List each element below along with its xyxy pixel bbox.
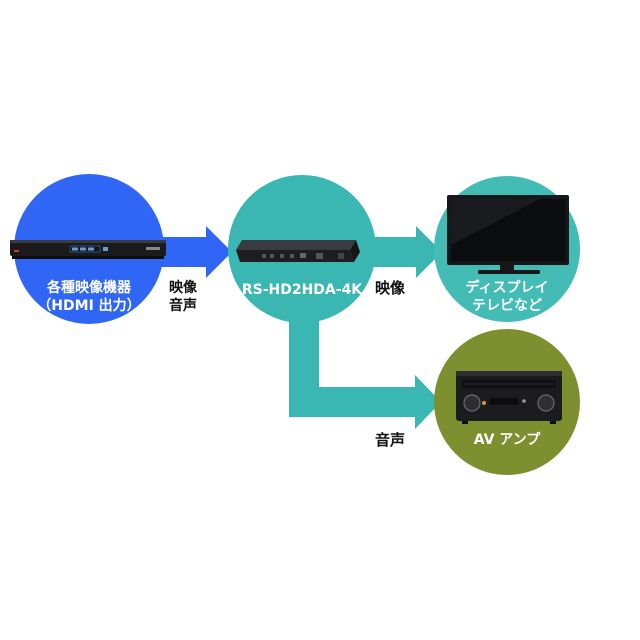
av-amplifier-icon: [456, 371, 562, 424]
splitter-label: RS-HD2HDA-4K: [237, 280, 367, 300]
splitter-device-icon: [236, 240, 360, 262]
edge-source-label-video: 映像: [158, 278, 208, 298]
source-label-line2: （HDMI 出力）: [34, 296, 144, 316]
tv-display-icon: [447, 195, 569, 274]
amplifier-label: AV アンプ: [465, 430, 549, 450]
display-label-line1: ディスプレイ: [460, 278, 554, 298]
source-label-line1: 各種映像機器: [40, 278, 138, 298]
video-recorder-icon: [10, 240, 166, 259]
display-label-line2: テレビなど: [460, 296, 554, 316]
edge-amplifier-label: 音声: [365, 430, 415, 450]
edge-source-label-audio: 音声: [158, 296, 208, 316]
edge-display-label: 映像: [365, 278, 415, 298]
